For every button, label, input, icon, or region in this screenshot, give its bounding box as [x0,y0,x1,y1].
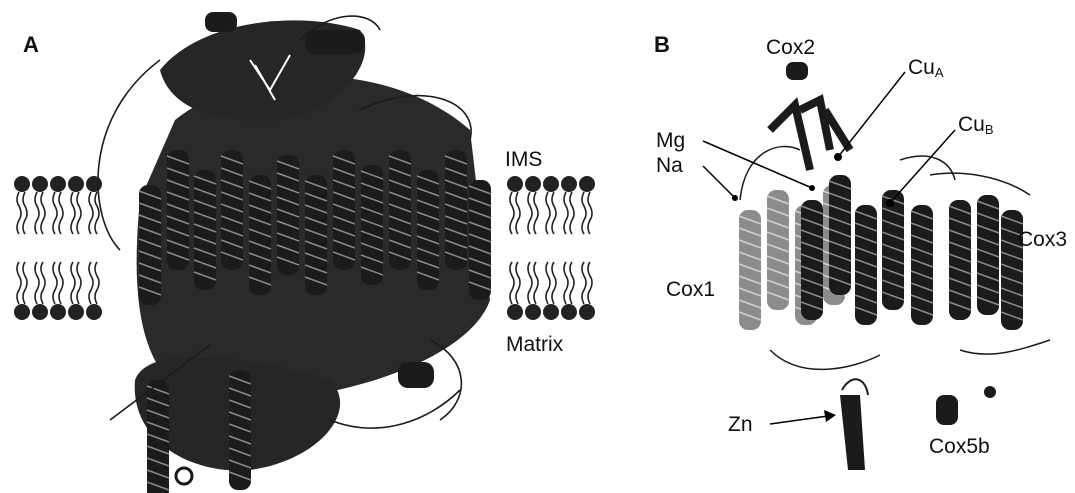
cox2-label: Cox2 [766,37,815,58]
panel-b [703,62,1050,470]
cua-pointer [838,72,905,157]
panel-a-label: A [23,34,39,56]
membrane-left [14,176,102,320]
zn-label: Zn [728,414,753,435]
cua-main: Cu [908,56,935,79]
protein-structure-a [98,12,491,493]
cua-label: CuA [908,57,944,78]
panel-b-label: B [654,34,670,56]
cox5b-label: Cox5b [929,436,990,457]
cub-pointer [890,130,955,203]
cub-label: CuB [958,114,994,135]
na-pointer [703,166,735,198]
cox3-label: Cox3 [1018,229,1067,250]
ims-label: IMS [505,149,542,170]
cub-sub: B [985,122,994,137]
mg-label: Mg [656,130,685,151]
protein-structure-b [732,62,1050,470]
zn-pointer [770,416,828,424]
membrane-right [507,176,595,320]
matrix-label: Matrix [506,334,563,355]
panel-a [14,12,595,493]
zn-arrowhead [824,410,836,422]
na-label: Na [656,155,683,176]
cox1-label: Cox1 [666,279,715,300]
cub-main: Cu [958,113,985,136]
cua-sub: A [935,65,944,80]
